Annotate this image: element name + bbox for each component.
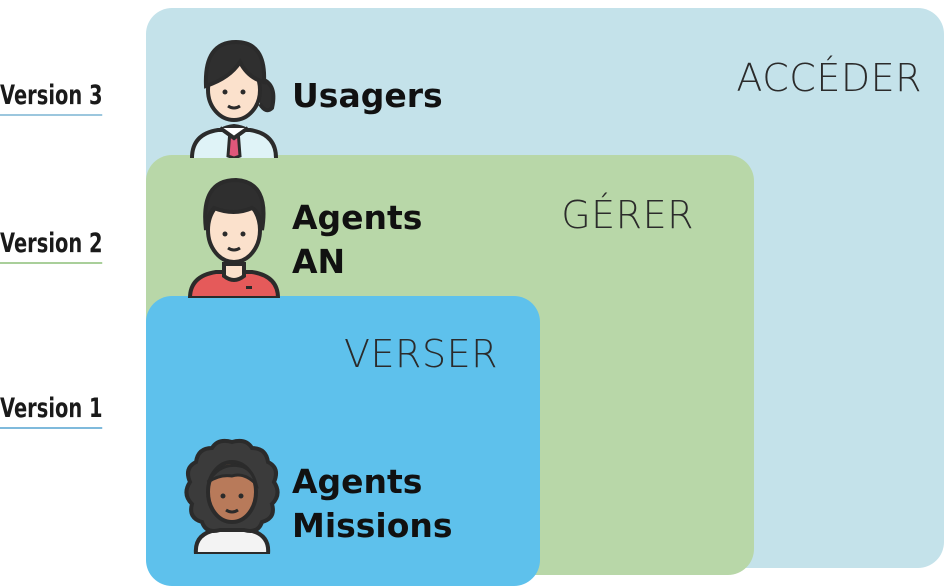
actor-agents-missions-label: Agents Missions (292, 462, 453, 545)
version-2-label: Version 2 (0, 228, 103, 264)
zone-gerer-label: GÉRER (561, 193, 694, 237)
version-1-label: Version 1 (0, 393, 103, 429)
male-agent-icon (187, 177, 281, 298)
female-user-icon (190, 39, 278, 158)
version-3-label: Version 3 (0, 80, 103, 116)
actor-usagers-label: Usagers (292, 76, 443, 115)
zone-acceder-label: ACCÉDER (736, 56, 922, 100)
actor-agents-an-label: Agents AN (292, 198, 423, 281)
curly-hair-agent-icon (184, 438, 280, 554)
zone-verser-label: VERSER (344, 332, 498, 376)
